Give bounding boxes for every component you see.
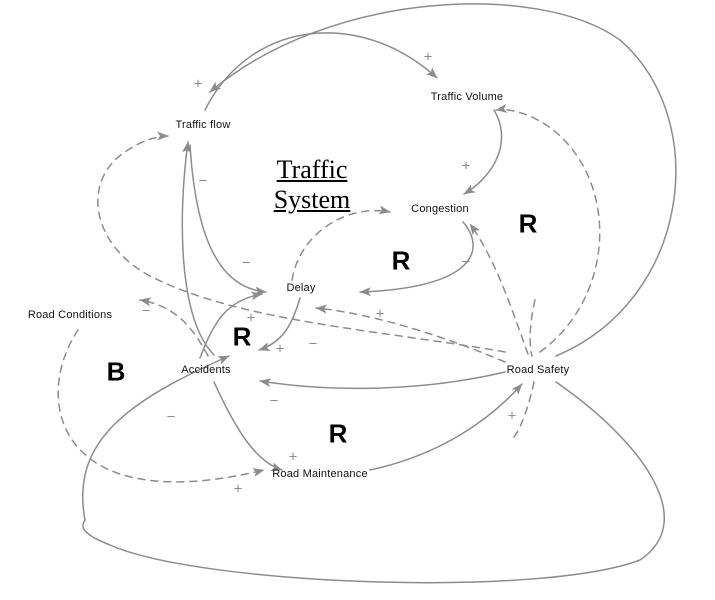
p-volume-to-congestion: + (461, 157, 471, 175)
p-maint-to-safety: + (507, 407, 517, 425)
node-congestion[interactable]: Congestion (411, 203, 469, 215)
node-road-conditions[interactable]: Road Conditions (27, 309, 113, 321)
p-delay-neg-accidents: − (308, 335, 318, 353)
p-accidents-to-delay: + (246, 309, 256, 327)
link-congestion-to-delay (359, 221, 474, 297)
node-accidents[interactable]: Accidents (181, 364, 231, 376)
link-accidents-to-roadconditions-dashed (139, 297, 209, 357)
node-traffic-flow[interactable]: Traffic flow (175, 119, 231, 131)
link-roadsafety-down-dashed (511, 381, 535, 441)
p-delay-negative: − (241, 254, 251, 272)
link-trafficflow-to-delay (189, 144, 267, 296)
p-conditions-to-maint: + (233, 480, 243, 498)
link-delay-to-accidents (258, 297, 301, 351)
link-roadsafety-to-trafficvolume-dashed (495, 104, 601, 353)
link-roadsafety-to-accidents (259, 371, 506, 390)
link-lowerloop-to-accidents (82, 355, 230, 521)
title-line-1: Traffic (276, 155, 348, 184)
link-delay-to-congestion-dashed (291, 205, 391, 281)
link-roadmaintenance-to-roadsafety (369, 383, 523, 471)
p-to-traffic-flow-outer: + (193, 75, 203, 93)
loop-r-delay: R (391, 245, 411, 276)
node-traffic-volume[interactable]: Traffic Volume (430, 91, 504, 103)
p-to-traffic-volume: + (423, 48, 433, 66)
p-accidents-neg: − (166, 408, 176, 426)
loop-r-congestion: R (518, 208, 538, 239)
link-trafficvolume-to-congestion (463, 109, 503, 195)
p-flow-negative: − (198, 172, 208, 190)
loop-b-conditions: B (106, 356, 126, 387)
title-line-2: System (273, 184, 351, 214)
link-roadsafety-vertical-dashed (529, 299, 536, 357)
node-delay[interactable]: Delay (286, 282, 316, 294)
link-roadsafety-to-trafficflow-dashed (97, 131, 506, 353)
p-safety-to-accidents: − (269, 392, 279, 410)
page-title: Traffic System (274, 155, 351, 215)
link-accidents-to-roadmaintenance (213, 381, 283, 472)
loop-r-accidents: R (232, 321, 252, 352)
link-roadsafety-to-trafficflow (209, 3, 677, 357)
p-delay-to-congestion: + (375, 305, 385, 323)
link-roadsafety-to-congestion-dashed (469, 223, 529, 355)
link-roadconditions-to-roadmaintenance-dashed (57, 329, 265, 483)
loop-r-maintenance: R (328, 418, 348, 449)
link-accidents-to-delay (199, 291, 263, 359)
p-conditions-negative: − (141, 302, 151, 320)
node-road-safety[interactable]: Road Safety (506, 364, 570, 376)
link-roadsafety-lower-sweep (82, 381, 665, 584)
node-road-maintenance[interactable]: Road Maintenance (272, 468, 368, 480)
link-roadsafety-to-delay-dashed (315, 304, 506, 363)
p-delay-to-accidents: + (275, 340, 285, 358)
link-trafficflow-to-trafficvolume (204, 32, 438, 111)
p-congestion-to-delay: − (461, 253, 471, 271)
p-maintenance-plus: + (288, 448, 298, 466)
link-accidents-to-trafficflow (181, 141, 215, 356)
